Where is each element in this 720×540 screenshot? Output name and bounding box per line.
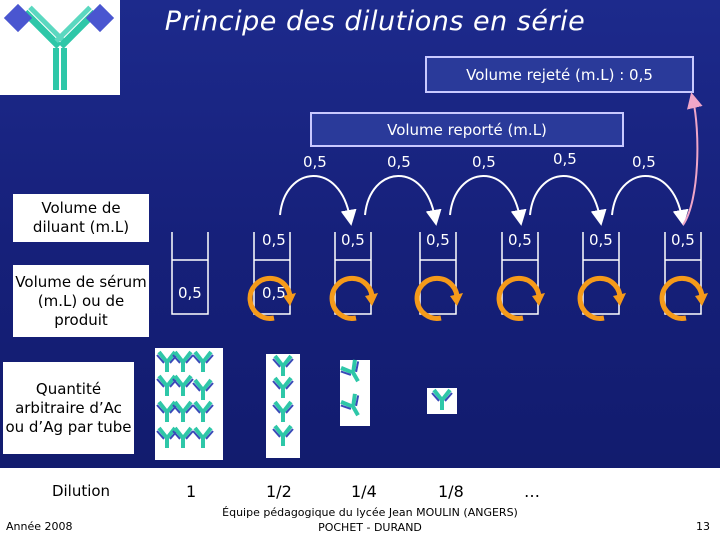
dilution-value: … <box>524 482 540 501</box>
footer-credit-line1: Équipe pédagogique du lycée Jean MOULIN … <box>200 506 540 519</box>
page-number: 13 <box>696 520 710 533</box>
dilution-value: 1/4 <box>351 482 377 501</box>
dilution-value: 1/2 <box>266 482 292 501</box>
dilution-value: 1/8 <box>438 482 464 501</box>
dilution-value: 1 <box>186 482 196 501</box>
footer-year: Année 2008 <box>6 520 73 533</box>
footer-credit-line2: POCHET - DURAND <box>200 521 540 534</box>
